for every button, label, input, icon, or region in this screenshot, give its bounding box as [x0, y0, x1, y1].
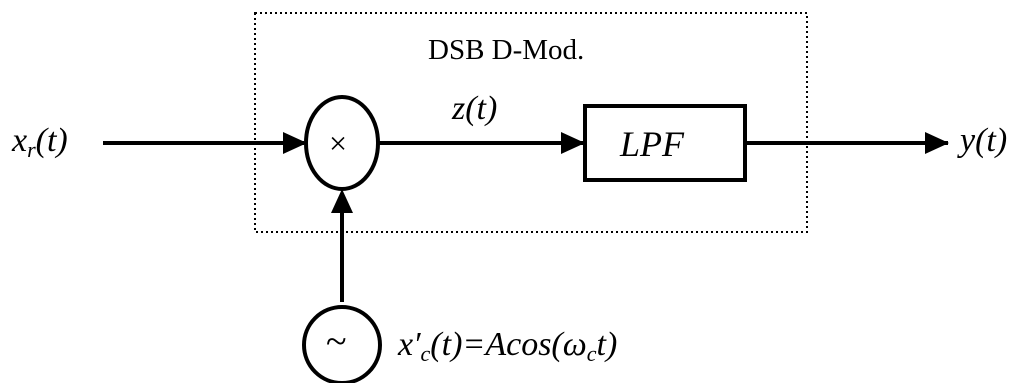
carrier-label-expr-a: (t)=Acos(ω [430, 326, 587, 363]
z-label: z(t) [452, 90, 498, 127]
input-label-arg: (t) [35, 122, 68, 159]
carrier-label-expr-b: t) [596, 326, 618, 363]
oscillator-circle [302, 305, 382, 383]
output-label: y(t) [960, 122, 1008, 159]
lpf-box [583, 104, 747, 182]
input-label: xr(t) [12, 124, 68, 161]
input-label-sub: r [27, 137, 36, 162]
carrier-arrowhead [331, 189, 353, 213]
input-label-base: x [12, 122, 28, 159]
input-arrowhead [283, 132, 307, 154]
carrier-label-base: x′ [398, 326, 421, 363]
block-title: DSB D-Mod. [428, 34, 585, 66]
output-arrowhead [925, 132, 949, 154]
carrier-label: x′c(t)=Acos(ωct) [398, 328, 617, 365]
carrier-label-sub: c [420, 341, 431, 366]
carrier-label-expr-sub: c [586, 341, 597, 366]
demodulator-boundary [254, 12, 808, 233]
oscillator-symbol: ~ [326, 321, 347, 363]
lpf-label: LPF [620, 124, 685, 164]
z-arrowhead [561, 132, 585, 154]
mixer-symbol: × [329, 125, 348, 161]
